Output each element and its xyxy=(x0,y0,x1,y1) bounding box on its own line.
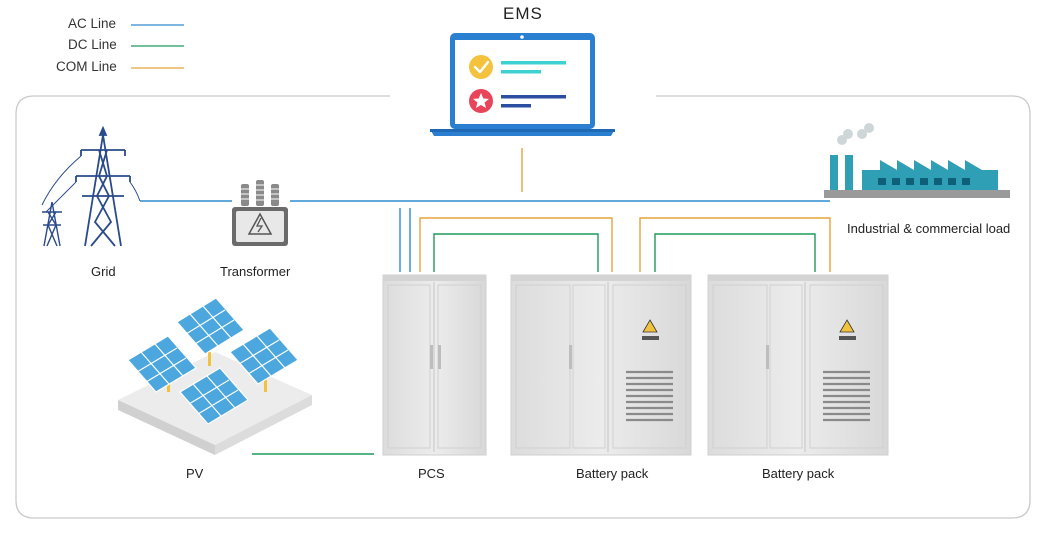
factory-icon xyxy=(824,123,1010,198)
com-battery1-battery2 xyxy=(639,217,831,272)
solar-panel-3 xyxy=(179,367,249,425)
pcs-label: PCS xyxy=(418,466,445,481)
battery-pack-1-icon xyxy=(510,274,692,456)
battery-pack-2-icon xyxy=(707,274,889,456)
solar-panel-2 xyxy=(176,297,245,355)
transformer-label: Transformer xyxy=(220,264,291,279)
grid-label: Grid xyxy=(91,264,116,279)
ems-title: EMS xyxy=(503,4,543,23)
legend-ac-label: AC Line xyxy=(68,16,117,31)
pcs-cabinet-icon xyxy=(382,274,487,456)
ems-laptop-icon xyxy=(430,33,615,136)
pv-array-icon xyxy=(118,297,312,455)
dc-pcs-battery1 xyxy=(433,233,599,272)
solar-panel-4 xyxy=(229,327,299,385)
battery-pack-1-label: Battery pack xyxy=(576,466,649,481)
small-tower-icon xyxy=(42,201,62,247)
transformer-icon xyxy=(232,180,288,246)
solar-panel-1 xyxy=(127,335,197,393)
legend-dc-label: DC Line xyxy=(68,37,117,52)
pv-label: PV xyxy=(186,466,204,481)
load-label: Industrial & commercial load xyxy=(847,221,1011,236)
system-frame xyxy=(15,95,1031,519)
dc-battery1-battery2 xyxy=(654,233,816,272)
grid-tower-icon xyxy=(41,125,141,247)
battery-pack-2-label: Battery pack xyxy=(762,466,835,481)
com-pcs-battery1 xyxy=(419,217,613,272)
legend-com-label: COM Line xyxy=(56,59,117,74)
